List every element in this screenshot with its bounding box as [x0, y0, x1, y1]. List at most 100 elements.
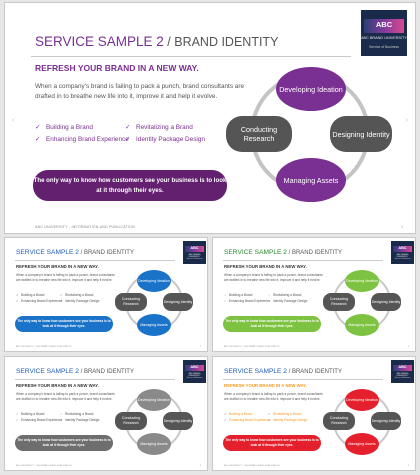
node-managing-assets: Managing Assets	[345, 314, 379, 336]
logo-badge	[392, 364, 413, 372]
logo-line2: Service of Business	[394, 258, 411, 261]
logo-badge	[364, 19, 404, 33]
node-designing-identity: Designing Identity	[371, 293, 401, 311]
bullet-text: Enhancing Brand Experience	[229, 417, 271, 422]
node-label: Conducting Research	[329, 416, 349, 425]
bullet-text: Revitalizing a Brand	[273, 412, 302, 416]
section-heading: REFRESH YOUR BRAND IN A NEW WAY.	[224, 383, 307, 388]
logo-line1: ABC BRAND UNIVERSITY	[188, 253, 201, 258]
slide-title: SERVICE SAMPLE 2 / BRAND IDENTITY	[16, 368, 134, 375]
bullet-text: Enhancing Brand Experience	[21, 417, 63, 422]
bullet-text: Building a Brand	[21, 293, 45, 297]
check-icon: ✓	[16, 298, 19, 303]
title-separator: /	[78, 250, 84, 256]
node-designing-identity: Designing Identity	[371, 412, 401, 430]
page-number: 3	[407, 346, 409, 348]
bullet-text: Enhancing Brand Experience	[21, 298, 63, 303]
node-label: Designing Identity	[163, 299, 193, 304]
bullet-item: ✓Revitalizing a Brand	[125, 123, 220, 132]
node-managing-assets: Managing Assets	[137, 433, 171, 455]
check-icon: ✓	[224, 412, 227, 416]
bullet-col-left: ✓Building a Brand✓Enhancing Brand Experi…	[16, 293, 66, 305]
bullet-item: ✓Identity Package Design	[60, 299, 110, 304]
title-sub: BRAND IDENTITY	[83, 250, 134, 256]
logo-line1: ABC BRAND UNIVERSITY	[396, 253, 409, 258]
slide-footer: ABC UNIVERSITY - INFORMATION AND PUBLICA…	[224, 465, 280, 467]
section-heading: REFRESH YOUR BRAND IN A NEW WAY.	[224, 264, 307, 269]
main-slide[interactable]: SERVICE SAMPLE 2 / BRAND IDENTITY ABC AB…	[4, 2, 416, 234]
bullet-col-right: ✓Revitalizing a Brand ✓Identity Package D…	[268, 412, 318, 424]
title-separator: /	[286, 369, 292, 375]
bullet-item: ✓Building a Brand	[224, 293, 274, 298]
section-heading: REFRESH YOUR BRAND IN A NEW WAY.	[35, 63, 199, 73]
callout-banner: The only way to know how customers see y…	[15, 316, 113, 332]
check-icon: ✓	[268, 293, 271, 297]
node-managing-assets: Managing Assets	[137, 314, 171, 336]
bullet-text: Identity Package Design	[273, 298, 308, 303]
node-designing-identity: Designing Identity	[330, 116, 392, 152]
node-developing-ideation: Developing Ideation	[276, 67, 346, 111]
callout-banner: The only way to know how customers see y…	[223, 316, 321, 332]
body-text: When a company's brand is failing to pac…	[35, 83, 245, 100]
node-conducting-research: Conducting Research	[323, 293, 355, 311]
section-heading: REFRESH YOUR BRAND IN A NEW WAY.	[16, 383, 99, 388]
title-main: SERVICE SAMPLE 2	[224, 249, 287, 256]
bullet-item: ✓Building a Brand	[224, 412, 274, 417]
node-designing-identity: Designing Identity	[163, 293, 193, 311]
slide-title: SERVICE SAMPLE 2 / BRAND IDENTITY	[16, 249, 134, 256]
logo-badge-text: ABC	[375, 20, 393, 30]
check-icon: ✓	[35, 136, 41, 143]
logo-line1: ABC BRAND UNIVERSITY	[396, 372, 409, 377]
title-separator: /	[286, 250, 292, 256]
node-developing-ideation: Developing Ideation	[345, 389, 379, 411]
check-icon: ✓	[224, 293, 227, 297]
check-icon: ✓	[268, 417, 271, 422]
bullet-item: ✓Identity Package Design	[268, 418, 318, 423]
bullet-text: Building a Brand	[229, 412, 253, 416]
bullet-text: Enhancing Brand Experience	[229, 298, 271, 303]
body-text: When a company's brand is failing to pac…	[224, 392, 323, 401]
check-icon: ✓	[224, 417, 227, 422]
check-icon: ✓	[16, 412, 19, 416]
title-divider	[223, 260, 383, 261]
logo-line1: ABC BRAND UNIVERSITY	[361, 35, 407, 40]
chevron-left-icon[interactable]: ‹	[12, 117, 15, 124]
title-main: SERVICE SAMPLE 2	[16, 368, 79, 375]
logo-badge-text: ABC	[190, 365, 199, 370]
logo-badge-text: ABC	[398, 365, 407, 370]
bullet-item: ✓Revitalizing a Brand	[268, 293, 318, 298]
title-main: SERVICE SAMPLE 2	[16, 249, 79, 256]
chevron-right-icon[interactable]: ›	[405, 117, 408, 124]
page-number: 2	[199, 346, 201, 348]
bullet-item: ✓Building a Brand	[16, 412, 66, 417]
slide-title: SERVICE SAMPLE 2 / BRAND IDENTITY	[35, 34, 278, 49]
node-developing-ideation: Developing Ideation	[345, 270, 379, 292]
node-conducting-research: Conducting Research	[115, 293, 147, 311]
title-sub: BRAND IDENTITY	[174, 35, 279, 49]
bullet-text: Building a Brand	[46, 124, 93, 131]
node-label: Developing Ideation	[138, 278, 170, 283]
section-heading: REFRESH YOUR BRAND IN A NEW WAY.	[16, 264, 99, 269]
bullet-text: Identity Package Design	[65, 298, 100, 303]
bullet-text: Building a Brand	[229, 293, 253, 297]
check-icon: ✓	[16, 417, 19, 422]
node-label: Designing Identity	[163, 418, 193, 423]
bullet-item: ✓Enhancing Brand Experience	[224, 418, 274, 423]
bullet-text: Identity Package Design	[136, 136, 205, 143]
node-label: Managing Assets	[140, 322, 168, 327]
body-text: When a company's brand is failing to pac…	[16, 392, 115, 401]
check-icon: ✓	[268, 412, 271, 416]
bullet-item: ✓Identity Package Design	[268, 299, 318, 304]
bullet-item: ✓Enhancing Brand Experience	[16, 418, 66, 423]
check-icon: ✓	[60, 293, 63, 297]
node-label: Developing Ideation	[346, 278, 378, 283]
title-separator: /	[163, 35, 175, 49]
node-label: Designing Identity	[371, 418, 401, 423]
node-label: Conducting Research	[121, 416, 141, 425]
